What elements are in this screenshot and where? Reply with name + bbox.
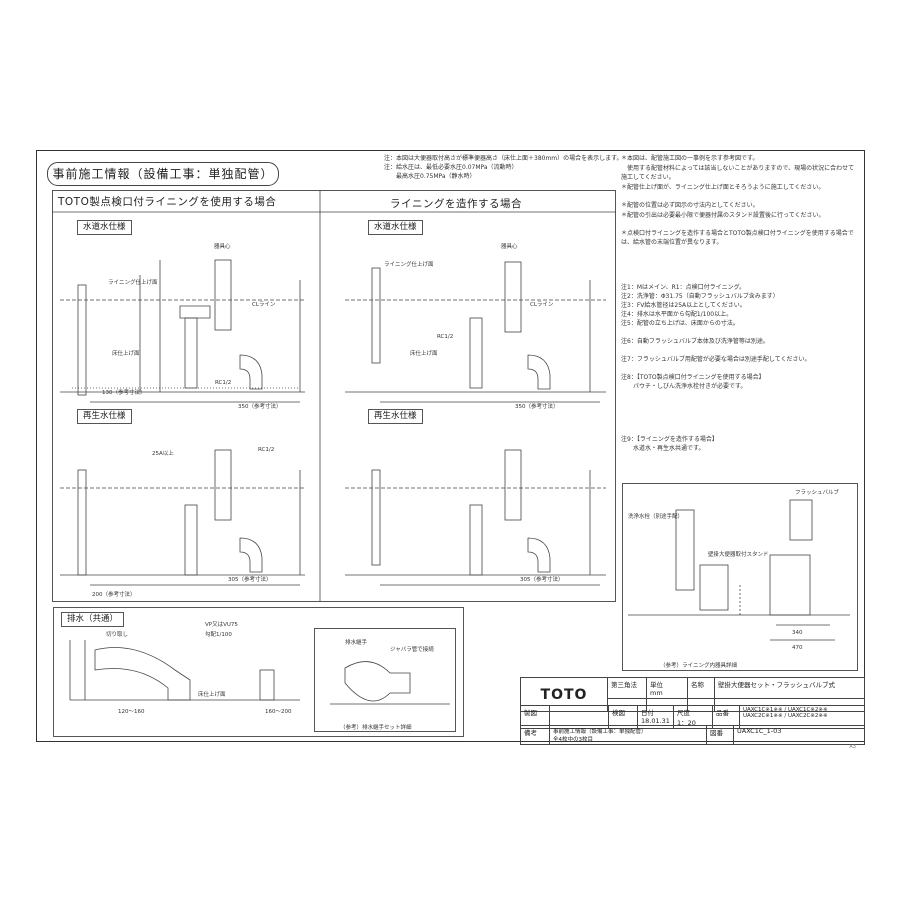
- remark-label: 備考: [520, 725, 550, 745]
- tag-reclaimed-a: 再生水仕様: [77, 409, 132, 424]
- right-note-6: ＊点検口付ライニングを造作する場合とTOTO製点検口付ライニングを使用する場合で…: [621, 230, 854, 246]
- label-rc-3: RC1/2: [437, 334, 454, 340]
- top-note-3: 最高水圧0.75MPa（静水時）: [384, 173, 476, 180]
- label-dim-200: 200（参考寸法）: [92, 592, 136, 598]
- sheet-title: 事前施工情報（設備工事：単独配管）: [47, 162, 279, 186]
- right-note-4: ＊配管の位置は必ず図示の寸法内としてください。: [621, 202, 759, 209]
- tag-reclaimed-b: 再生水仕様: [368, 409, 423, 424]
- top-note-2: 注：給水圧は、最低必要水圧0.07MPa（流動時）: [384, 164, 518, 171]
- tag-water-a: 水道水仕様: [77, 220, 132, 235]
- scale-value: 1：20: [676, 719, 696, 727]
- panel-title-toto: TOTO製点検口付ライニングを使用する場合: [58, 196, 277, 208]
- panel-title-custom: ライニングを造作する場合: [390, 198, 522, 210]
- label-drain-joint: 排水継手: [345, 640, 368, 646]
- label-rc-1: RC1/2: [215, 380, 232, 386]
- label-lining-1: ライニング仕上げ面: [108, 280, 158, 286]
- label-vp: VP又はVU75: [205, 622, 238, 628]
- right-note-2: 使用する配管材料によっては該当しないことがありますので、現場の状況に合わせて施工…: [621, 165, 855, 181]
- label-dim-130-a: 130（参考寸法）: [102, 390, 146, 396]
- right-note-5: ＊配管の引出は必要最小限で便器付属のスタンド設置後に行ってください。: [621, 212, 825, 219]
- legend-note-2: 注2：洗浄管：Φ31.75（自動フラッシュバルブ含みます）: [621, 293, 779, 300]
- legend-note-11: 水道水・再生水共通です。: [621, 445, 705, 452]
- label-dim-305-b: 305（参考寸法）: [520, 577, 564, 583]
- label-drain-floor: 床仕上げ面: [198, 692, 226, 698]
- drain-panel: [53, 607, 464, 737]
- lining-panel: [52, 190, 616, 602]
- scale-label: 尺度: [676, 709, 690, 717]
- tag-water-b: 水道水仕様: [368, 220, 423, 235]
- title-block-row3: 備考 事前施工情報（設備工事：単独配管） 全4枚中の3枚目 図番 UAXC1C_…: [520, 725, 865, 745]
- label-floor-1: 床仕上げ面: [112, 351, 140, 357]
- top-note-1: 注：本図は大便器取付高さが標準便器高さ（床仕上面＋380mm）の場合を表示します…: [384, 155, 623, 162]
- date-value: 18.01.31: [641, 717, 670, 725]
- legend-note-6: 注6：自動フラッシュバルブ本体及び洗浄管等は別途。: [621, 338, 769, 345]
- label-jabara: ジャバラ管で接続: [390, 647, 434, 653]
- unit-value: mm: [650, 689, 663, 697]
- label-25a: 25A以上: [152, 451, 174, 457]
- label-dim-350-a: 350（参考寸法）: [238, 404, 282, 410]
- label-floor-2: 床仕上げ面: [410, 351, 438, 357]
- legend-note-3: 注3：FV給水管径は25A以上としてください。: [621, 302, 746, 309]
- tag-drainage: 排水（共通）: [61, 612, 125, 627]
- legend-note-5: 注5：配管の立ち上げは、床面からの寸法。: [621, 320, 739, 327]
- page-size-mark: A3: [849, 744, 856, 750]
- name-label: 名称: [687, 677, 715, 699]
- label-stand: 壁掛大便器取付スタンド: [708, 552, 769, 558]
- drawing-no: UAXC1C_1-03: [733, 725, 865, 745]
- inner-detail-caption: （参考）ライニング内器具詳細: [660, 663, 738, 669]
- legend-note-1: 注1：Mはメイン、R1：点検口付ライニング。: [621, 284, 746, 291]
- unit-label: 単位: [650, 681, 663, 689]
- drawing-no-label: 図番: [706, 725, 734, 745]
- inner-detail-panel: [622, 483, 858, 671]
- legend-note-4: 注4：排水は水平面から勾配1/100以上。: [621, 311, 733, 318]
- drawing-sheet: [36, 150, 865, 742]
- projection: 第三角法: [607, 677, 647, 699]
- company-logo: TOTO: [540, 686, 588, 703]
- legend-note-10: 注9：【ライニングを造作する場合】: [621, 436, 718, 443]
- label-cut: 切り取し: [106, 632, 129, 638]
- date-label: 日付: [641, 709, 654, 717]
- right-note-3: ＊配管仕上げ面が、ライニング仕上げ面とそろうように施工してください。: [621, 184, 825, 191]
- label-flush-valve: フラッシュバルブ: [795, 490, 840, 496]
- legend-note-7: 注7：フラッシュバルブ用配管が必要な場合は別途手配してください。: [621, 356, 811, 363]
- label-dim-120: 120〜160: [118, 709, 145, 715]
- label-slope: 勾配1/100: [205, 632, 232, 638]
- right-note-1: ＊本図は、配管施工図の一事例を示す参考図です。: [621, 155, 759, 162]
- label-rc-2: RC1/2: [258, 447, 275, 453]
- drain-joint-detail: [314, 628, 456, 732]
- remark-value: 事前施工情報（設備工事：単独配管） 全4枚中の3枚目: [549, 725, 707, 745]
- label-ceiling-center-1: 器具心: [214, 244, 231, 250]
- label-ceiling-center-2: 器具心: [501, 244, 518, 250]
- label-dim-305-a: 305（参考寸法）: [228, 577, 272, 583]
- label-dim-340: 340: [792, 630, 803, 636]
- drain-detail-caption: （参考）排水継手セット詳細: [340, 725, 412, 731]
- label-cl-2: CLライン: [530, 302, 554, 308]
- label-washlet-box: 洗浄水栓（別途手配）: [628, 514, 684, 520]
- label-dim-470: 470: [792, 645, 803, 651]
- product-name: 壁掛大便器セット・フラッシュバルブ式: [714, 677, 865, 699]
- label-lining-2: ライニング仕上げ面: [384, 262, 434, 268]
- legend-note-9: パウチ・しびん洗浄水栓付きが必要です。: [621, 383, 747, 390]
- legend-note-8: 注8：【TOTO製点検口付ライニングを使用する場合】: [621, 374, 765, 381]
- label-cl-1: CLライン: [252, 302, 276, 308]
- label-dim-350-b: 350（参考寸法）: [515, 404, 559, 410]
- label-dim-160: 160〜200: [265, 709, 292, 715]
